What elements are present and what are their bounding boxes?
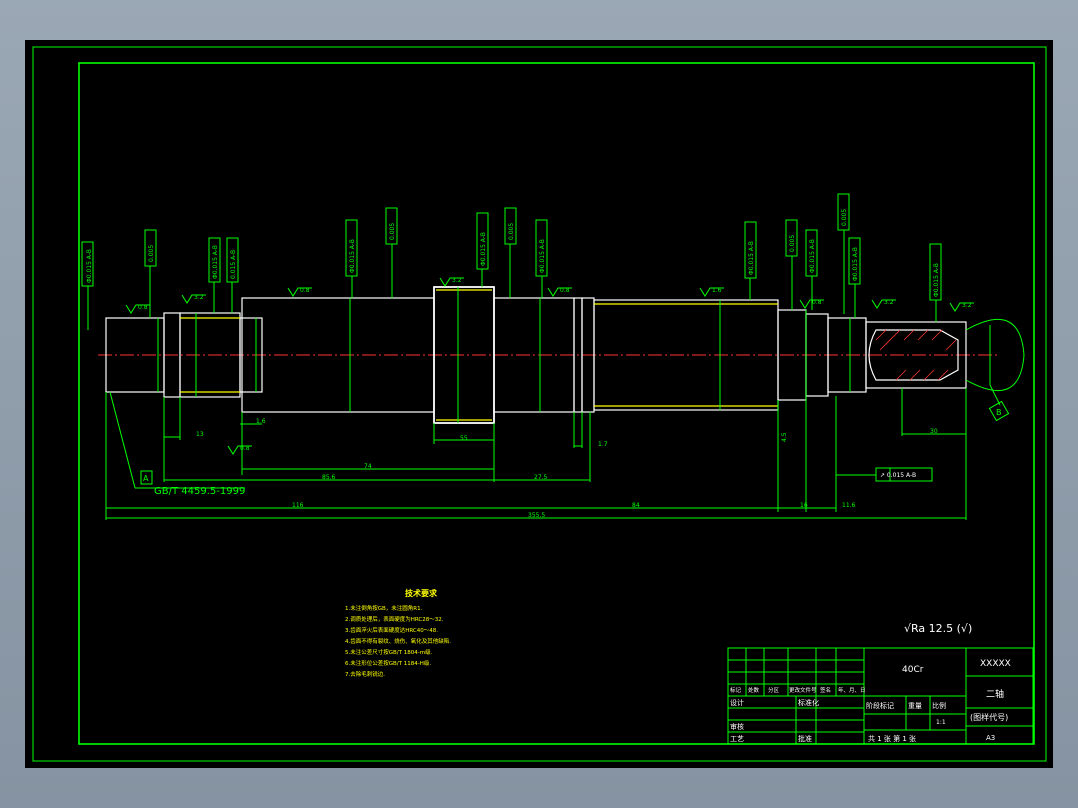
roughness-value: 0.8 (240, 445, 250, 452)
callout-labels: Φ0.015 A-B 0.005 Φ0.015 A-B 0.015 A-B Φ0… (86, 209, 940, 297)
datum-a-leader (109, 391, 245, 489)
horizontal-dimension-lines (106, 423, 966, 519)
review-label: 审核 (730, 722, 744, 731)
row-label-date: 年、月、日 (838, 686, 866, 694)
roughness-value: 0.8 (300, 287, 310, 294)
callout-boxes (81, 193, 942, 330)
callout-left-2: 0.005 (148, 245, 155, 262)
callout-left-4: 0.015 A-B (230, 250, 237, 279)
extension-lines (105, 388, 967, 520)
callout-right-1: Φ0.015 A-B (748, 241, 755, 275)
callout-mid-1: Φ0.015 A-B (349, 239, 356, 273)
weight-label: 重量 (908, 702, 922, 710)
standardization-label: 标准化 (798, 698, 819, 707)
technical-notes: 技术要求 1.未注倒角按GB，未注圆角R1. 2.调质处理后，表面硬度为HRC2… (345, 588, 451, 678)
process-label: 工艺 (730, 735, 744, 743)
runout-callout: ↗ 0.015 A-B (880, 472, 916, 479)
approve-label: 批准 (798, 734, 812, 743)
diameter-dimension-lines (157, 287, 991, 423)
roughness-symbols (125, 277, 974, 455)
sheet-label: 共 1 张 第 1 张 (868, 734, 916, 743)
title-block-text: 40Cr XXXXX 二轴 (图样代号) 标记 处数 分区 更改文件号 签名 年… (730, 659, 1011, 743)
design-label: 设计 (730, 698, 744, 707)
callout-right-6: Φ0.015 A-B (933, 263, 940, 297)
row-label-count: 处数 (748, 686, 760, 694)
runout-frame (836, 467, 933, 482)
stage-mark-label: 阶段标记 (866, 701, 894, 710)
callout-mid-5: Φ0.015 A-B (539, 239, 546, 273)
roughness-value: 0.8 (812, 299, 822, 306)
callout-right-5: Φ0.015 A-B (852, 247, 859, 281)
notes-line-3: 3.齿面淬火后表面硬度达HRC40～48. (345, 626, 438, 634)
scale-value: 1:1 (936, 719, 946, 726)
roughness-value: 0.8 (138, 304, 148, 311)
callout-left-3: Φ0.015 A-B (212, 245, 219, 279)
dim-1-7: 1.7 (598, 441, 608, 448)
dim-355-5: 355.5 (528, 512, 545, 519)
row-label-change: 更改文件号 (789, 686, 817, 694)
callout-mid-3: Φ0.015 A-B (480, 232, 487, 266)
callout-right-3: Φ0.015 A-B (809, 239, 816, 273)
callout-mid-2: 0.005 (389, 223, 396, 240)
roughness-value: 0.8 (560, 287, 570, 294)
notes-line-4: 4.齿面不得有裂纹、烧伤、氧化及其他缺陷. (345, 637, 451, 645)
standard-reference: GB/T 4459.5-1999 (154, 486, 245, 497)
roughness-value: 3.2 (884, 299, 894, 306)
datum-b-leader (988, 384, 1010, 422)
dim-74: 74 (364, 463, 372, 470)
dim-30: 30 (930, 428, 938, 435)
roughness-value: 3.2 (452, 277, 462, 284)
general-roughness: √Ra 12.5 (√) (904, 622, 972, 635)
notes-line-5: 5.未注公差尺寸按GB/T 1804-m级. (345, 648, 433, 656)
notes-line-1: 1.未注倒角按GB，未注圆角R1. (345, 604, 423, 612)
scale-label: 比例 (932, 701, 946, 710)
notes-line-2: 2.调质处理后，表面硬度为HRC28～32. (345, 615, 444, 623)
notes-line-7: 7.去除毛刺锐边. (345, 670, 385, 678)
row-label-mark: 标记 (730, 686, 742, 694)
paper-background (25, 40, 1053, 768)
dim-85-6: 85.6 (322, 474, 336, 481)
dimension-values: 13 1.6 74 55 85.6 1.7 27.5 116 84 16 11.… (196, 418, 938, 519)
outer-frame (32, 46, 1047, 762)
datum-b-label: B (996, 408, 1002, 417)
inner-frame (78, 62, 1035, 745)
material-label: 40Cr (902, 665, 924, 675)
notes-title: 技术要求 (405, 588, 438, 598)
roughness-value: 3.2 (962, 302, 972, 309)
datum-a-label: A (143, 474, 149, 483)
roughness-value: 3.2 (194, 294, 204, 301)
end-section-hatch (868, 319, 1025, 391)
dim-13: 13 (196, 431, 204, 438)
dim-16: 16 (800, 502, 808, 509)
notes-line-6: 6.未注形位公差按GB/T 1184-H级. (345, 659, 431, 667)
callout-right-2: 0.005 (789, 235, 796, 252)
paper-size-label: A3 (986, 734, 995, 742)
title-block (727, 647, 1034, 745)
callout-right-4: 0.005 (841, 209, 848, 226)
drawing-number-label: (图样代号) (970, 712, 1008, 722)
dim-27-5: 27.5 (534, 474, 548, 481)
roughness-value: 1.6 (712, 287, 722, 294)
row-label-zone: 分区 (768, 686, 780, 694)
dim-55: 55 (460, 435, 468, 442)
dim-84: 84 (632, 502, 640, 509)
keyway-lines (180, 289, 778, 421)
callout-left-1: Φ0.015 A-B (86, 249, 93, 283)
row-label-sign: 签名 (820, 686, 831, 694)
dim-1-6: 1.6 (256, 418, 266, 425)
dim-11-6: 11.6 (842, 502, 856, 509)
part-name-label: 二轴 (986, 688, 1004, 700)
roughness-values: 0.8 3.2 0.8 3.2 0.8 1.6 0.8 3.2 0.8 3.2 (138, 277, 972, 452)
dim-4-5: 4.5 (781, 432, 788, 442)
callout-mid-4: 0.005 (508, 223, 515, 240)
dim-116: 116 (292, 502, 304, 509)
company-label: XXXXX (980, 659, 1011, 669)
